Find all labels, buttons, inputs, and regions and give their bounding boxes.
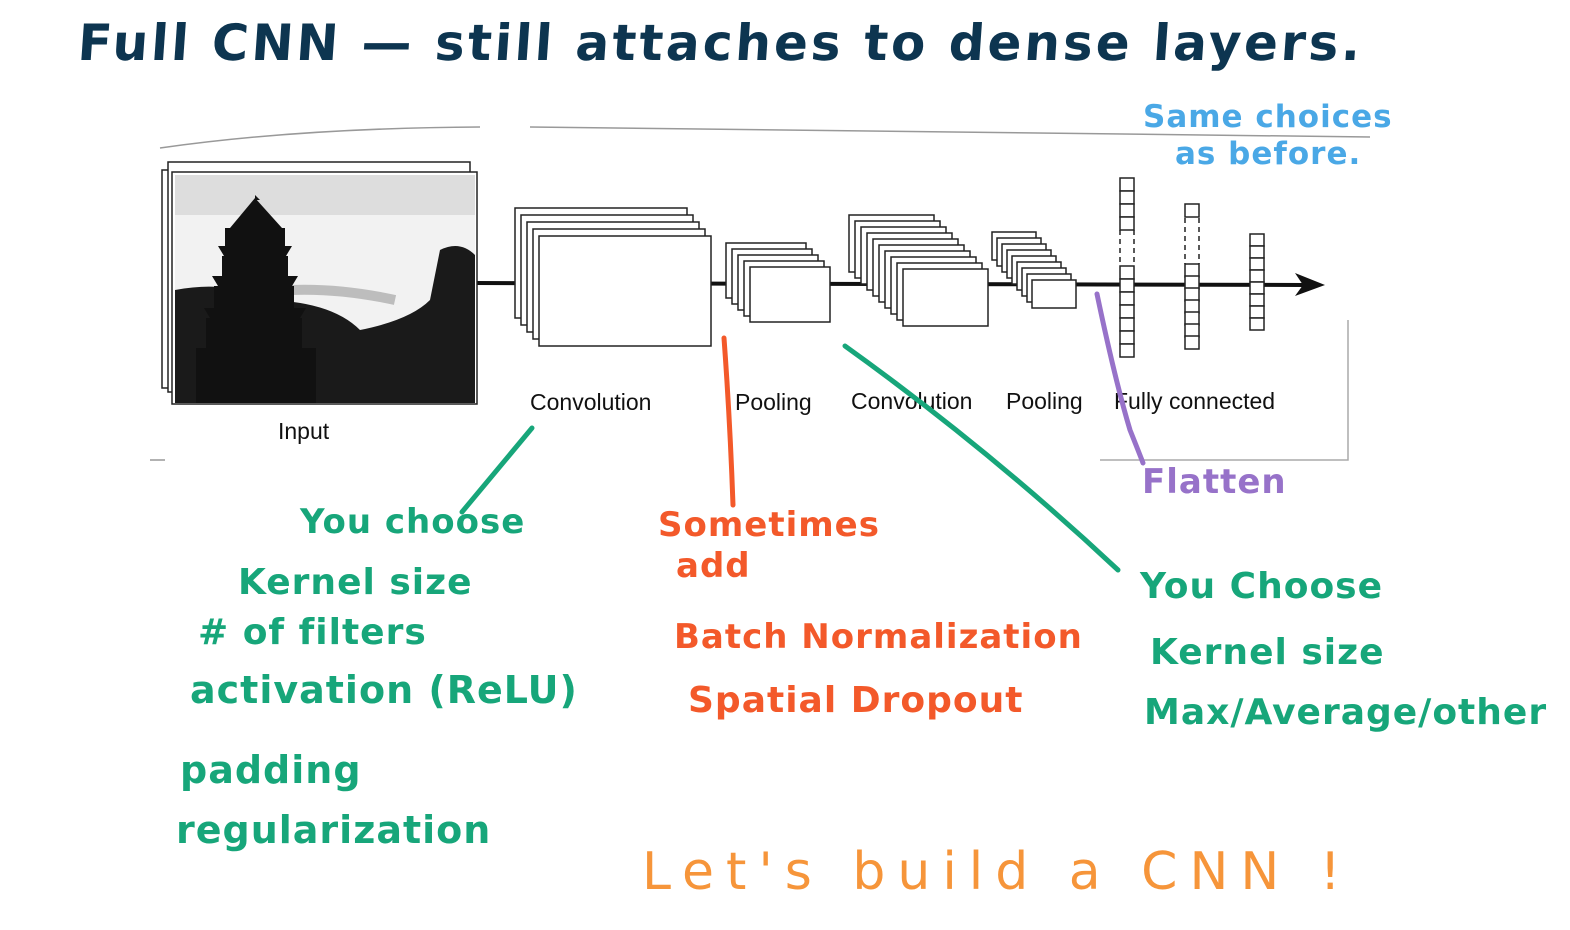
neuron-cell [1119, 216, 1135, 231]
neuron-cell [1184, 323, 1200, 338]
neuron-cell [1249, 269, 1265, 283]
pooling-1-feature-maps [725, 242, 831, 323]
convolution-2-feature-maps [848, 214, 989, 327]
conv-choice-activation: activation (ReLU) [190, 668, 578, 712]
label-fully-connected: Fully connected [1114, 388, 1275, 414]
input-image-stack [161, 161, 478, 405]
neuron-cell [1119, 203, 1135, 218]
neuron-cell [1119, 304, 1135, 319]
neuron-cell [1249, 257, 1265, 271]
flow-arrowhead-icon [1295, 273, 1325, 296]
pool-choice-type: Max/Average/other [1144, 692, 1548, 733]
frame-top-left [159, 126, 481, 149]
neuron-cell [1249, 233, 1265, 247]
neuron-cell [1249, 293, 1265, 307]
flatten-label: Flatten [1142, 462, 1287, 502]
label-input: Input [278, 418, 330, 444]
conv-choice-num-filters: # of filters [198, 612, 427, 653]
conv-choice-regularization: regularization [176, 808, 492, 852]
pooling-2-feature-maps [991, 231, 1077, 309]
neuron-cell [1184, 287, 1200, 302]
convolution-1-feature-maps [514, 207, 712, 347]
conv-choice-kernel-size: Kernel size [238, 562, 473, 603]
flatten-pointer [1094, 291, 1146, 466]
frame-top [529, 126, 1371, 138]
neuron-cell [1119, 278, 1135, 293]
spatial-dropout-option: Spatial Dropout [688, 680, 1024, 721]
fully-connected-layers [1119, 177, 1265, 358]
sometimes-add-line-1: Sometimes [658, 505, 880, 545]
label-convolution-2: Convolution [851, 388, 972, 414]
feature-map [1031, 279, 1077, 309]
conv-choices-header: You choose [300, 502, 526, 542]
neuron-cell [1119, 330, 1135, 345]
neuron-cell [1249, 281, 1265, 295]
neuron-cell [1119, 291, 1135, 306]
pool-choices-header: You Choose [1140, 566, 1384, 607]
feature-map [538, 235, 712, 347]
neuron-cell [1119, 177, 1135, 192]
sometimes-add-pointer [721, 335, 736, 508]
same-choices-note-line-2: as before. [1175, 136, 1362, 172]
neuron-cell [1184, 299, 1200, 314]
neuron-cell [1119, 317, 1135, 332]
pool-choices-pointer [842, 343, 1121, 573]
neuron-cell [1119, 265, 1135, 280]
same-choices-note-line-1: Same choices [1143, 99, 1393, 135]
conv-choices-pointer [459, 425, 535, 515]
neuron-cell [1249, 317, 1265, 331]
footer-call-to-action: Let's build a CNN ! [642, 842, 1353, 902]
label-pooling-2: Pooling [1006, 388, 1083, 414]
feature-map [749, 266, 831, 323]
label-pooling-1: Pooling [735, 389, 812, 415]
label-convolution-1: Convolution [530, 389, 651, 415]
conv-choice-padding: padding [180, 748, 362, 792]
neuron-cell [1184, 263, 1200, 278]
frame-right [1100, 320, 1349, 461]
feature-map [902, 268, 989, 327]
neuron-cell [1184, 311, 1200, 326]
neuron-cell [1119, 190, 1135, 205]
batch-normalization-option: Batch Normalization [674, 617, 1083, 657]
neuron-cell [1249, 305, 1265, 319]
pagoda-photo [175, 175, 475, 403]
sometimes-add-line-2: add [676, 546, 751, 586]
neuron-cell [1184, 203, 1200, 218]
neuron-cell [1119, 343, 1135, 358]
neuron-cell [1184, 335, 1200, 350]
neuron-cell [1184, 275, 1200, 290]
pool-choice-kernel-size: Kernel size [1150, 632, 1385, 673]
neuron-cell [1249, 245, 1265, 259]
